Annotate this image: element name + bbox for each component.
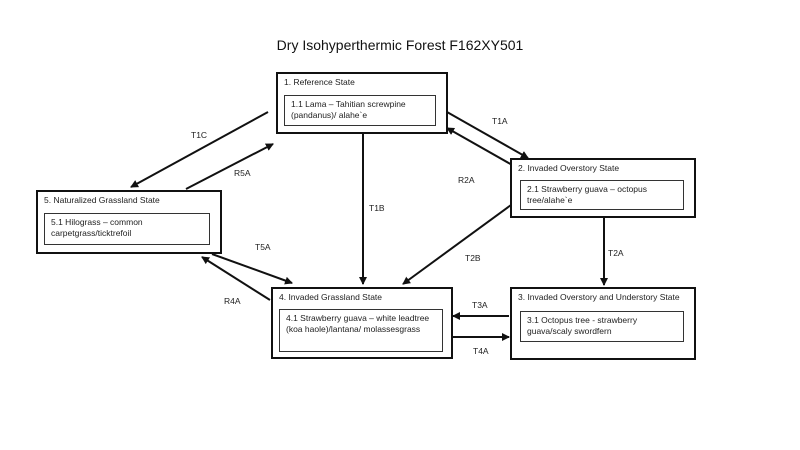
- label-t2a: T2A: [608, 248, 624, 258]
- arrow-r2a: [446, 127, 515, 167]
- label-r5a: R5A: [234, 168, 251, 178]
- state-2-title: 2. Invaded Overstory State: [518, 163, 620, 173]
- label-t1a: T1A: [492, 116, 508, 126]
- diagram-title: Dry Isohyperthermic Forest F162XY501: [276, 37, 524, 53]
- phase-4-1: 4.1 Strawberry guava – white leadtree (k…: [279, 309, 443, 352]
- label-r4a: R4A: [224, 296, 241, 306]
- label-t3a: T3A: [472, 300, 488, 310]
- state-4-invaded-grassland: 4. Invaded Grassland State 4.1 Strawberr…: [271, 287, 453, 359]
- state-1-reference: 1. Reference State 1.1 Lama – Tahitian s…: [276, 72, 448, 134]
- arrow-r4a: [201, 256, 271, 301]
- label-t4a: T4A: [473, 346, 489, 356]
- arrow-t2b: [402, 204, 512, 285]
- label-t2b: T2B: [465, 253, 481, 263]
- state-3-invaded-overstory-understory: 3. Invaded Overstory and Understory Stat…: [510, 287, 696, 360]
- state-3-title: 3. Invaded Overstory and Understory Stat…: [518, 292, 680, 302]
- arrow-r5a: [185, 143, 274, 190]
- state-5-title: 5. Naturalized Grassland State: [44, 195, 160, 205]
- label-t1c: T1C: [191, 130, 208, 140]
- phase-2-1: 2.1 Strawberry guava – octopus tree/alah…: [520, 180, 684, 210]
- arrow-t1a: [446, 111, 529, 159]
- arrow-t5a: [211, 253, 293, 285]
- state-4-title: 4. Invaded Grassland State: [279, 292, 383, 302]
- arrow-t1c: [130, 111, 269, 188]
- label-t5a: T5A: [255, 242, 271, 252]
- phase-5-1: 5.1 Hilograss – common carpetgrass/tickt…: [44, 213, 210, 245]
- phase-1-1: 1.1 Lama – Tahitian screwpine (pandanus)…: [284, 95, 436, 126]
- label-t1b: T1B: [369, 203, 385, 213]
- state-1-title: 1. Reference State: [284, 77, 355, 87]
- state-5-naturalized-grassland: 5. Naturalized Grassland State 5.1 Hilog…: [36, 190, 222, 254]
- label-r2a: R2A: [458, 175, 475, 185]
- state-2-invaded-overstory: 2. Invaded Overstory State 2.1 Strawberr…: [510, 158, 696, 218]
- phase-3-1: 3.1 Octopus tree - strawberry guava/scal…: [520, 311, 684, 342]
